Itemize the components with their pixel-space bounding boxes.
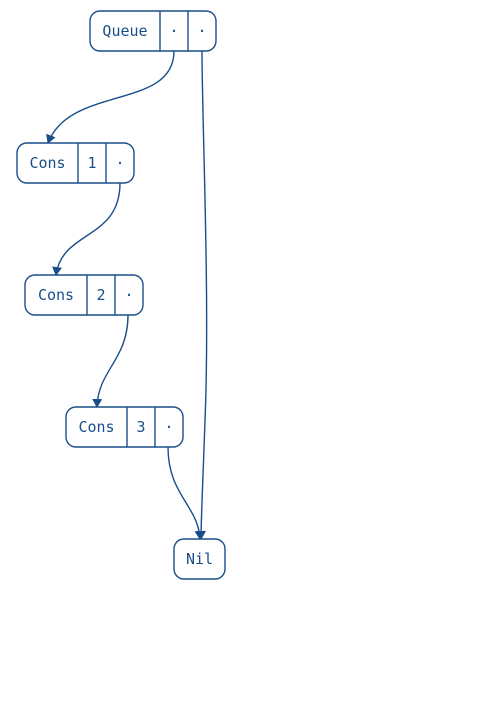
value-cell: 2 xyxy=(96,286,105,304)
edge-queue-to-cons1 xyxy=(46,50,175,144)
node-box xyxy=(89,10,217,52)
edge-cons1-to-cons2 xyxy=(52,182,121,276)
node-box xyxy=(16,142,135,184)
pointer-cell: · xyxy=(197,22,206,40)
edge-cons2-to-cons3 xyxy=(92,314,129,408)
node-label: Nil xyxy=(186,550,213,568)
value-cell: 1 xyxy=(87,154,96,172)
node-label: Cons xyxy=(29,154,65,172)
node-cons3: Cons 3 · xyxy=(65,406,184,448)
node-box xyxy=(24,274,144,316)
node-label: Cons xyxy=(78,418,114,436)
pointer-cell: · xyxy=(169,22,178,40)
pointer-cell: · xyxy=(115,154,124,172)
node-cons1: Cons 1 · xyxy=(16,142,135,184)
pointer-cell: · xyxy=(164,418,173,436)
edge-cons3-to-nil xyxy=(167,446,205,540)
node-label: Queue xyxy=(102,22,147,40)
value-cell: 3 xyxy=(136,418,145,436)
node-nil: Nil xyxy=(173,538,226,580)
node-queue: Queue · · xyxy=(89,10,217,52)
node-box xyxy=(173,538,226,580)
node-cons2: Cons 2 · xyxy=(24,274,144,316)
nodes-layer: Queue · · Cons 1 · Cons 2 · Cons 3 · Nil xyxy=(16,10,226,580)
edge-queue-to-nil xyxy=(196,50,208,540)
edges-layer xyxy=(46,50,208,540)
node-box xyxy=(65,406,184,448)
pointer-cell: · xyxy=(124,286,133,304)
node-label: Cons xyxy=(38,286,74,304)
